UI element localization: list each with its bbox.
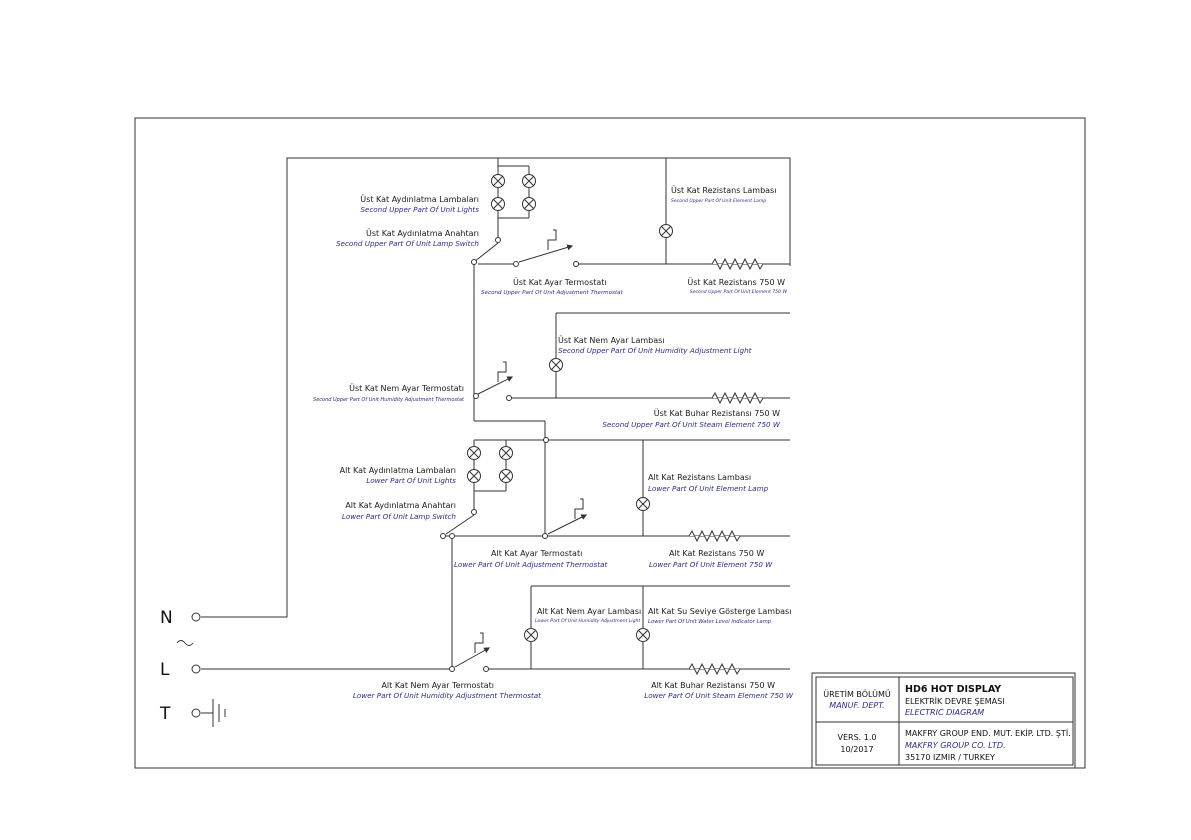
- upper-switch-sub: Second Upper Part Of Unit Lamp Switch: [336, 239, 479, 248]
- company-address: 35170 IZMIR / TURKEY: [905, 753, 995, 762]
- upper-lights-sub: Second Upper Part Of Unit Lights: [360, 205, 479, 214]
- lower-element-sub: Lower Part Of Unit Element 750 W: [649, 560, 773, 569]
- lower-humidity-thermostat-label: Alt Kat Nem Ayar Termostatı: [381, 681, 494, 690]
- upper-humidity-light-sub: Second Upper Part Of Unit Humidity Adjus…: [558, 346, 753, 355]
- lower-adj-thermostat-sub: Lower Part Of Unit Adjustment Thermostat: [454, 560, 608, 569]
- terminal-t-label: T: [159, 704, 171, 724]
- terminals: N L T: [159, 608, 201, 724]
- lower-element-lamp-label: Alt Kat Rezistans Lambası: [648, 473, 751, 482]
- lower-switch-sub: Lower Part Of Unit Lamp Switch: [342, 512, 457, 521]
- component-labels: Üst Kat Aydınlatma Lambaları Second Uppe…: [313, 185, 794, 700]
- resistors: [688, 257, 764, 676]
- lower-steam-element-sub: Lower Part Of Unit Steam Element 750 W: [644, 691, 794, 700]
- lower-humidity-light-label: Alt Kat Nem Ayar Lambası: [537, 607, 641, 616]
- drawing-frame: [134, 117, 1086, 769]
- upper-element-lamp-sub: Second Upper Part Of Unit Element Lamp: [671, 198, 766, 204]
- water-lamp-label: Alt Kat Su Seviye Gösterge Lambası: [648, 607, 791, 616]
- lower-lights-label: Alt Kat Aydınlatma Lambaları: [340, 466, 456, 475]
- upper-element-lamp-label: Üst Kat Rezistans Lambası: [671, 185, 776, 195]
- upper-switch-label: Üst Kat Aydınlatma Anahtarı: [366, 228, 479, 238]
- water-lamp-sub: Lower Part Of Unit Water Level Indicator…: [648, 619, 772, 625]
- upper-humidity-light-label: Üst Kat Nem Ayar Lambası: [558, 335, 665, 345]
- switches: [440, 229, 588, 672]
- diagram-title-en: ELECTRIC DIAGRAM: [905, 708, 984, 717]
- upper-steam-element-label: Üst Kat Buhar Rezistansı 750 W: [654, 408, 780, 418]
- upper-adj-thermostat-label: Üst Kat Ayar Termostatı: [513, 277, 607, 287]
- company-tr: MAKFRY GROUP END. MUT. EKİP. LTD. ŞTİ.: [905, 728, 1071, 738]
- lower-adj-thermostat-label: Alt Kat Ayar Termostatı: [491, 549, 582, 558]
- terminal-l-label: L: [160, 660, 170, 680]
- lower-steam-element-label: Alt Kat Buhar Rezistansı 750 W: [651, 681, 775, 690]
- lower-element-label: Alt Kat Rezistans 750 W: [669, 549, 764, 558]
- upper-humidity-thermostat-sub: Second Upper Part Of Unit Humidity Adjus…: [313, 397, 465, 403]
- diagram-title-tr: ELEKTRİK DEVRE ŞEMASI: [905, 696, 1005, 706]
- title-block: ÜRETİM BÖLÜMÜ MANUF. DEPT. HD6 HOT DISPL…: [811, 672, 1076, 769]
- dept-en-label: MANUF. DEPT.: [829, 701, 884, 710]
- terminal-n-label: N: [160, 608, 173, 628]
- lower-element-lamp-sub: Lower Part Of Unit Element Lamp: [648, 484, 769, 493]
- wiring: [201, 157, 791, 727]
- lower-lights-sub: Lower Part Of Unit Lights: [366, 476, 456, 485]
- upper-element-label: Üst Kat Rezistans 750 W: [687, 277, 785, 287]
- date-label: 10/2017: [840, 745, 873, 754]
- upper-steam-element-sub: Second Upper Part Of Unit Steam Element …: [602, 420, 781, 429]
- upper-humidity-thermostat-label: Üst Kat Nem Ayar Termostatı: [349, 383, 464, 393]
- dept-label: ÜRETİM BÖLÜMÜ: [823, 689, 891, 699]
- ac-symbol: [176, 640, 194, 646]
- lower-humidity-light-sub: Lower Part Of Unit Humidity Adjustment L…: [535, 618, 640, 624]
- lower-switch-label: Alt Kat Aydınlatma Anahtarı: [345, 501, 456, 510]
- lower-humidity-thermostat-sub: Lower Part Of Unit Humidity Adjustment T…: [353, 691, 542, 700]
- version-label: VERS. 1.0: [838, 733, 877, 742]
- product-title: HD6 HOT DISPLAY: [905, 684, 1001, 695]
- lamps: [467, 174, 673, 642]
- upper-adj-thermostat-sub: Second Upper Part Of Unit Adjustment The…: [481, 290, 624, 296]
- company-en: MAKFRY GROUP CO. LTD.: [905, 741, 1006, 750]
- upper-lights-label: Üst Kat Aydınlatma Lambaları: [360, 194, 479, 204]
- upper-element-sub: Second Upper Part Of Unit Element 750 W: [690, 289, 788, 295]
